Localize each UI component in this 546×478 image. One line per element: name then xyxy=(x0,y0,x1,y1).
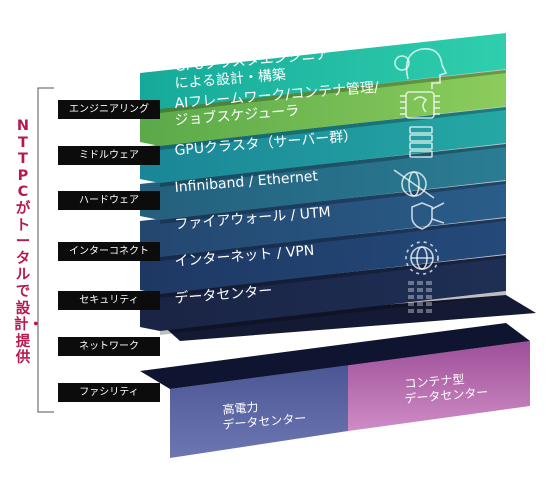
layer-engineering xyxy=(140,33,506,113)
ai-head-icon xyxy=(394,48,448,89)
layer-tag-facility: ファシリティ xyxy=(58,383,160,402)
server-icon xyxy=(409,126,433,158)
brain-chip-icon xyxy=(400,91,440,119)
layer-slab xyxy=(140,70,506,146)
layer-security xyxy=(140,181,506,261)
bracket-line xyxy=(37,87,54,413)
building-icon xyxy=(408,281,432,313)
layer-slab xyxy=(140,255,506,331)
layer-slab xyxy=(140,218,506,294)
layer-tag-engineering: エンジニアリング xyxy=(58,100,160,119)
side-label: NTTPCがトータルで設計・提供 xyxy=(14,118,43,367)
globe-icon xyxy=(405,241,439,275)
shield-icon xyxy=(411,202,445,230)
network-globe-icon xyxy=(393,169,435,199)
facility-base xyxy=(140,295,536,458)
layer-slab xyxy=(140,144,506,220)
layer-interconnect xyxy=(140,144,506,224)
layer-tag-interconnect: インターコネクト xyxy=(58,242,160,261)
high-power-dc-block xyxy=(170,365,348,458)
layer-hardware xyxy=(140,107,506,187)
layer-slab xyxy=(140,107,506,183)
layer-tag-middleware: ミドルウェア xyxy=(58,146,160,165)
layer-facility xyxy=(140,255,506,335)
layer-tag-network: ネットワーク xyxy=(58,337,160,356)
layer-tag-security: セキュリティ xyxy=(58,291,160,310)
container-dc-block xyxy=(348,341,530,431)
layer-tag-hardware: ハードウェア xyxy=(58,191,160,210)
layer-slab xyxy=(140,181,506,257)
layer-network xyxy=(140,218,506,298)
layer-middleware xyxy=(140,70,506,150)
